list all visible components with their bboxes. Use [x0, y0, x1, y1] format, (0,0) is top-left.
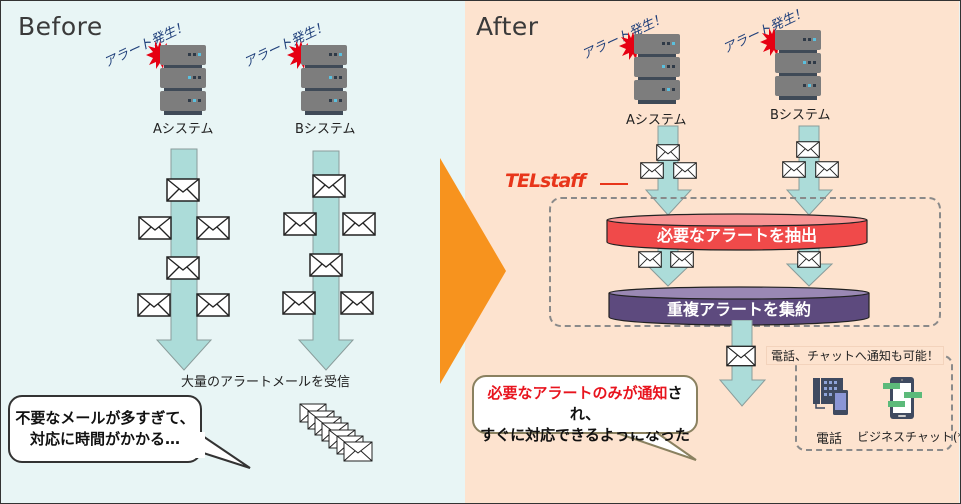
after-bubble-highlight: 必要なアラートのみが通知 [487, 384, 668, 402]
before-speech-bubble: 不要なメールが多すぎて、 対応に時間がかかる… [8, 395, 202, 463]
before-bubble-line2: 対応に時間がかかる… [29, 430, 180, 448]
system-a-label: Aシステム [153, 122, 214, 137]
bubble-tail-cover [612, 424, 656, 432]
extract-stage-label: 必要なアラートを抽出 [656, 226, 817, 245]
logo-underline [600, 183, 628, 185]
before-caption: 大量のアラートメールを受信 [181, 375, 351, 390]
telstaff-logo: TELstaff [505, 170, 586, 192]
after-title: After [476, 12, 539, 41]
flow-arrow-b-top [786, 125, 834, 216]
phone-icon [813, 378, 848, 415]
before-bubble-line1: 不要なメールが多すぎて、 [15, 409, 195, 427]
aggregate-stage-label: 重複アラートを集約 [666, 300, 811, 319]
transition-arrow-icon [440, 158, 506, 384]
system-b-label: Bシステム [770, 108, 831, 123]
notify-label: 電話、チャットへ通知も可能！ [766, 346, 944, 365]
mail-pile-icon [299, 403, 373, 462]
bubble-tail-cover [185, 432, 205, 458]
phone-label: 電話 [816, 432, 843, 447]
extract-stage-disk [606, 213, 868, 251]
system-a-label: Aシステム [626, 113, 687, 128]
business-chat-icon [883, 377, 922, 419]
after-bubble-rest: され、 [569, 384, 683, 423]
business-chat-label: ビジネスチャット(*) [857, 430, 961, 444]
system-b-label: Bシステム [295, 122, 356, 137]
before-title: Before [18, 12, 103, 41]
flow-arrow-a-top [645, 125, 693, 216]
